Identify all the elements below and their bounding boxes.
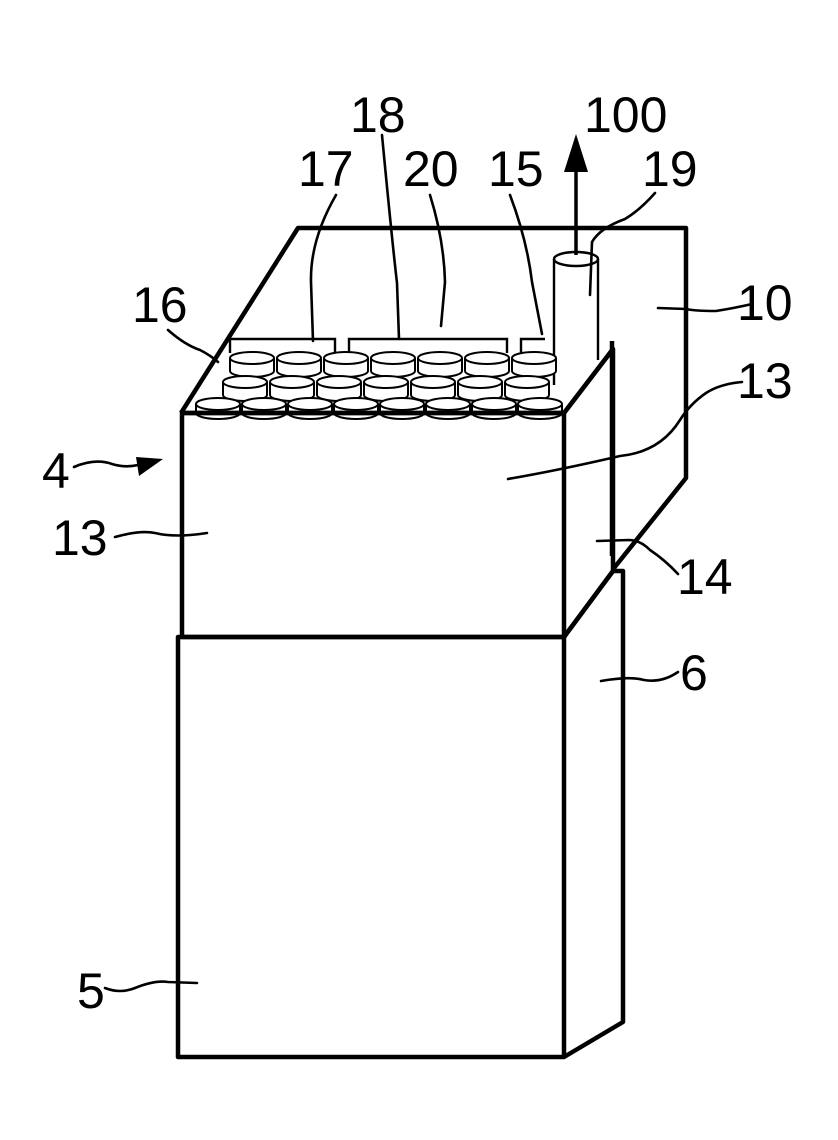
- label-6: 6: [680, 645, 708, 701]
- label-4: 4: [42, 443, 70, 499]
- cell-element: [518, 398, 562, 419]
- leader-18: [382, 135, 399, 339]
- leader-5: [105, 982, 197, 991]
- leader-4: [74, 462, 138, 467]
- cell-element: [512, 352, 556, 377]
- lid-front-face: [182, 413, 564, 637]
- arrowhead-4: [136, 457, 163, 476]
- cell-element: [371, 352, 415, 377]
- cell-element: [465, 352, 509, 377]
- leader-19: [590, 193, 655, 295]
- cell-element: [334, 398, 378, 419]
- leader-15: [510, 195, 542, 334]
- label-16: 16: [132, 277, 188, 333]
- leader-20: [430, 195, 445, 326]
- leader-6: [601, 672, 678, 681]
- leader-lines: [74, 135, 752, 991]
- cell-element: [426, 398, 470, 419]
- cell-element: [288, 398, 332, 419]
- cell-element: [242, 398, 286, 419]
- cell-element: [418, 352, 462, 377]
- leader-14: [597, 540, 678, 574]
- cell-element: [277, 352, 321, 377]
- leader-13-left: [115, 532, 207, 537]
- label-15: 15: [488, 141, 544, 197]
- leader-16: [168, 330, 218, 362]
- arrow-100: [564, 134, 588, 255]
- component-brackets: [230, 339, 545, 353]
- lid-side-face: [564, 349, 613, 637]
- cell-element: [472, 398, 516, 419]
- label-13-right: 13: [737, 353, 793, 409]
- box-side-face: [564, 571, 623, 1057]
- label-5: 5: [77, 963, 105, 1019]
- label-100: 100: [584, 87, 667, 143]
- label-14: 14: [677, 549, 733, 605]
- label-17: 17: [298, 141, 354, 197]
- cell-element: [196, 398, 240, 419]
- leader-17: [311, 195, 336, 341]
- label-19: 19: [642, 141, 698, 197]
- cell-element: [380, 398, 424, 419]
- label-10: 10: [737, 275, 793, 331]
- cell-element: [230, 352, 274, 377]
- box-front-face: [178, 637, 564, 1057]
- label-13-left: 13: [52, 510, 108, 566]
- label-20: 20: [403, 141, 459, 197]
- label-18: 18: [350, 87, 406, 143]
- cell-array: [196, 352, 562, 419]
- cell-element: [324, 352, 368, 377]
